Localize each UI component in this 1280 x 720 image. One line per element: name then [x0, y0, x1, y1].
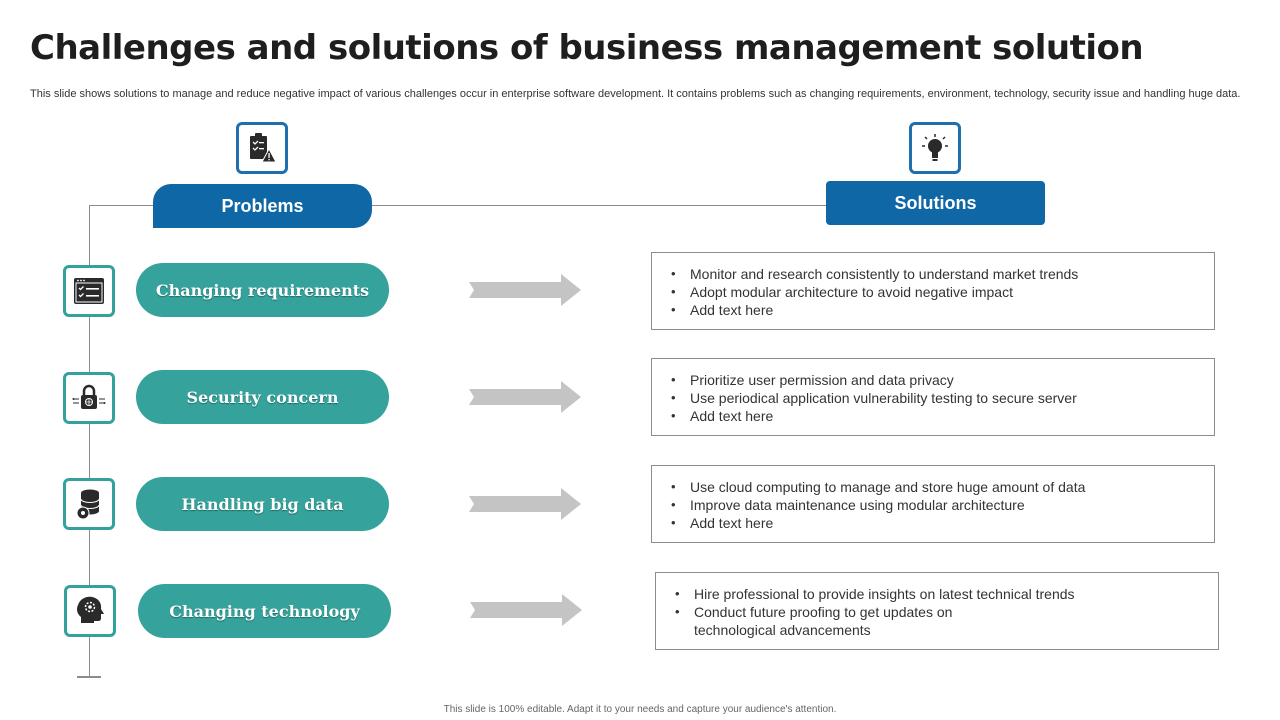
head-gear-icon: [77, 596, 104, 623]
solution-item: Use periodical application vulnerability…: [671, 389, 1204, 407]
problem-pill-changing-technology: Changing technology: [138, 584, 391, 638]
solution-item: Adopt modular architecture to avoid nega…: [671, 283, 1204, 301]
page-subtitle: This slide shows solutions to manage and…: [30, 88, 1241, 100]
solution-item: Conduct future proofing to get updates o…: [675, 603, 984, 639]
problems-header: Problems: [153, 184, 372, 228]
problem-pill-handling-big-data: Handling big data: [136, 477, 389, 531]
solution-item: Add text here: [671, 301, 1204, 319]
clipboard-warning-icon: [250, 133, 277, 163]
row-2-icon-box: [63, 372, 115, 424]
solutions-header-icon-box: [909, 122, 961, 174]
bottom-terminator: [77, 676, 101, 678]
solution-item: Hire professional to provide insights on…: [675, 585, 1208, 603]
row-1-icon-box: [63, 265, 115, 317]
top-connector-middle: [372, 205, 826, 206]
solution-item: Prioritize user permission and data priv…: [671, 371, 1204, 389]
page-title: Challenges and solutions of business man…: [30, 28, 1144, 68]
row-2-arrow: [469, 381, 581, 413]
solution-item: Add text here: [671, 407, 1204, 425]
problem-pill-security-concern: Security concern: [136, 370, 389, 424]
solution-item: Monitor and research consistently to und…: [671, 265, 1204, 283]
top-connector-left: [89, 205, 154, 206]
vertical-connector-line: [89, 205, 90, 677]
solution-item: Use cloud computing to manage and store …: [671, 478, 1204, 496]
problem-pill-changing-requirements: Changing requirements: [136, 263, 389, 317]
database-gear-icon: [76, 489, 100, 520]
footer-note: This slide is 100% editable. Adapt it to…: [443, 704, 837, 715]
solution-item: Add text here: [671, 514, 1204, 532]
solution-box-1: Monitor and research consistently to und…: [651, 252, 1215, 330]
row-3-arrow: [469, 488, 581, 520]
solution-box-3: Use cloud computing to manage and store …: [651, 465, 1215, 543]
lightbulb-icon: [922, 134, 948, 161]
solution-box-4: Hire professional to provide insights on…: [655, 572, 1219, 650]
row-4-icon-box: [64, 585, 116, 637]
checklist-window-icon: [74, 278, 104, 304]
problems-header-icon-box: [236, 122, 288, 174]
solutions-header: Solutions: [826, 181, 1045, 225]
row-1-arrow: [469, 274, 581, 306]
row-4-arrow: [470, 594, 582, 626]
padlock-icon: [72, 384, 106, 409]
row-3-icon-box: [63, 478, 115, 530]
solution-box-2: Prioritize user permission and data priv…: [651, 358, 1215, 436]
solution-item: Improve data maintenance using modular a…: [671, 496, 1204, 514]
